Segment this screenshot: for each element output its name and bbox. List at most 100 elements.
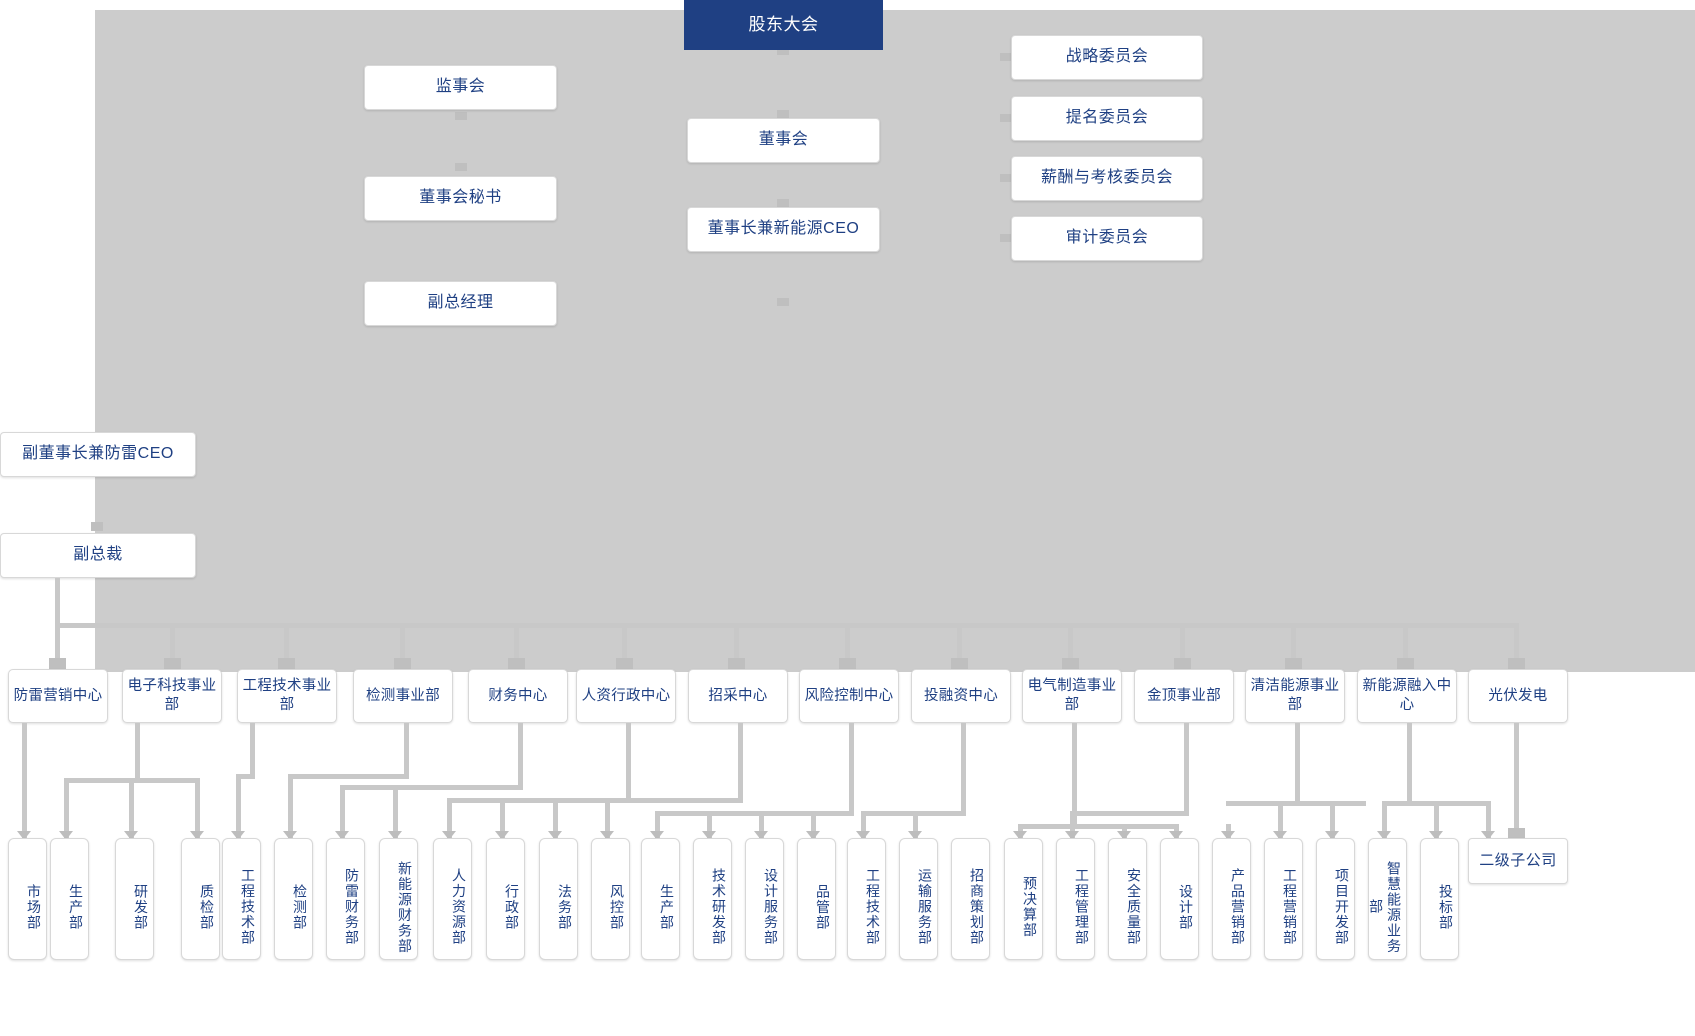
node-department-d10[interactable]: 电气制造事业部 bbox=[1022, 669, 1122, 723]
node-department-d3[interactable]: 工程技术事业部 bbox=[237, 669, 337, 723]
node-sub-s17[interactable]: 工程技术部 bbox=[847, 838, 886, 960]
connector-shareholders-to-board bbox=[777, 48, 789, 55]
node-sub-s4[interactable]: 质检部 bbox=[181, 838, 220, 960]
node-supervisory-board[interactable]: 监事会 bbox=[364, 65, 557, 110]
node-label: 电气制造事业部 bbox=[1027, 678, 1117, 713]
connector-d4-drop-s6 bbox=[288, 774, 293, 838]
node-label: 副董事长兼防雷CEO bbox=[22, 445, 174, 463]
node-department-d6[interactable]: 人资行政中心 bbox=[576, 669, 676, 723]
node-sub-s5[interactable]: 工程技术部 bbox=[222, 838, 261, 960]
node-sub-s16[interactable]: 品管部 bbox=[797, 838, 836, 960]
arrow-s22 bbox=[1169, 831, 1183, 840]
node-label: 股东大会 bbox=[748, 15, 819, 35]
connector-board-stub-top bbox=[777, 110, 789, 118]
arrow-s13 bbox=[650, 831, 664, 840]
node-sub-s26[interactable]: 项目开发部 bbox=[1316, 838, 1355, 960]
node-sub-s25[interactable]: 工程营销部 bbox=[1264, 838, 1303, 960]
node-sub-s1[interactable]: 市场部 bbox=[8, 838, 47, 960]
node-sub-s2[interactable]: 生产部 bbox=[50, 838, 89, 960]
node-vice-chairman-ceo[interactable]: 副董事长兼防雷CEO bbox=[0, 432, 196, 477]
connector-d5-down bbox=[518, 723, 523, 787]
node-sub-s12[interactable]: 风控部 bbox=[591, 838, 630, 960]
node-sub-s14[interactable]: 技术研发部 bbox=[693, 838, 732, 960]
connector-d8-drop-s15 bbox=[759, 811, 764, 838]
connector-secretary-stub bbox=[455, 163, 467, 171]
connector-d9-down bbox=[961, 723, 966, 813]
node-sub-s6[interactable]: 检测部 bbox=[274, 838, 313, 960]
connector-board-to-chairman bbox=[777, 199, 789, 207]
node-sub-s20[interactable]: 预决算部 bbox=[1004, 838, 1043, 960]
connector-d4-bus bbox=[288, 774, 409, 779]
node-sub-s13[interactable]: 生产部 bbox=[641, 838, 680, 960]
node-label: 预决算部 bbox=[1022, 876, 1038, 938]
connector-drop-d4 bbox=[400, 623, 405, 668]
node-deputy-general-manager[interactable]: 副总经理 bbox=[364, 281, 557, 326]
node-label: 董事会 bbox=[758, 131, 809, 149]
node-committee-3[interactable]: 审计委员会 bbox=[1011, 216, 1203, 261]
node-sub-s27[interactable]: 智慧能源业务部 bbox=[1368, 838, 1407, 960]
connector-d13-drop-s26 bbox=[1382, 801, 1387, 838]
node-label: 风险控制中心 bbox=[804, 687, 894, 704]
node-department-d7[interactable]: 招采中心 bbox=[688, 669, 788, 723]
node-department-d1[interactable]: 防雷营销中心 bbox=[8, 669, 108, 723]
node-sub-s7[interactable]: 防雷财务部 bbox=[326, 838, 365, 960]
node-sub-s3[interactable]: 研发部 bbox=[115, 838, 154, 960]
node-sub-s8[interactable]: 新能源财务部 bbox=[379, 838, 418, 960]
node-label: 工程管理部 bbox=[1074, 868, 1090, 946]
node-sub-s9[interactable]: 人力资源部 bbox=[433, 838, 472, 960]
arrow-s6 bbox=[283, 831, 297, 840]
connector-d8-drop-s14 bbox=[707, 811, 712, 838]
node-label: 监事会 bbox=[435, 78, 486, 96]
connector-drop-d2 bbox=[170, 623, 175, 668]
node-chairman-ceo[interactable]: 董事长兼新能源CEO bbox=[687, 207, 880, 252]
node-sub-s18[interactable]: 运输服务部 bbox=[899, 838, 938, 960]
node-department-d13[interactable]: 新能源融入中心 bbox=[1357, 669, 1457, 723]
node-sub-s23[interactable]: 设计部 bbox=[1160, 838, 1199, 960]
node-department-d11[interactable]: 金顶事业部 bbox=[1134, 669, 1234, 723]
connector-d12-bus bbox=[1226, 801, 1366, 806]
node-committee-0[interactable]: 战略委员会 bbox=[1011, 35, 1203, 80]
node-department-d12[interactable]: 清洁能源事业部 bbox=[1245, 669, 1345, 723]
arrow-s20 bbox=[1065, 831, 1079, 840]
connector-vicechairman-to-vicepresident bbox=[91, 522, 103, 531]
node-sub-s11[interactable]: 法务部 bbox=[539, 838, 578, 960]
node-subsidiary[interactable]: 二级子公司 bbox=[1468, 838, 1568, 884]
node-label: 工程技术部 bbox=[865, 868, 881, 946]
connector-drop-d11 bbox=[1180, 623, 1185, 668]
node-board-secretary[interactable]: 董事会秘书 bbox=[364, 176, 557, 221]
node-sub-s22[interactable]: 安全质量部 bbox=[1108, 838, 1147, 960]
node-label: 电子科技事业部 bbox=[127, 678, 217, 713]
node-department-d2[interactable]: 电子科技事业部 bbox=[122, 669, 222, 723]
node-department-d14[interactable]: 光伏发电 bbox=[1468, 669, 1568, 723]
node-department-d5[interactable]: 财务中心 bbox=[468, 669, 568, 723]
connector-d8-bus bbox=[655, 811, 854, 816]
node-sub-s24[interactable]: 产品营销部 bbox=[1212, 838, 1251, 960]
node-department-d4[interactable]: 检测事业部 bbox=[353, 669, 453, 723]
node-label: 检测部 bbox=[292, 883, 308, 931]
node-sub-s15[interactable]: 设计服务部 bbox=[745, 838, 784, 960]
connector-d5-bus bbox=[340, 785, 523, 790]
node-board-of-directors[interactable]: 董事会 bbox=[687, 118, 880, 163]
node-department-d8[interactable]: 风险控制中心 bbox=[799, 669, 899, 723]
node-sub-s28[interactable]: 投标部 bbox=[1420, 838, 1459, 960]
node-label: 薪酬与考核委员会 bbox=[1040, 169, 1173, 187]
node-label: 市场部 bbox=[26, 883, 42, 931]
node-label: 产品营销部 bbox=[1230, 868, 1246, 946]
node-shareholders-meeting[interactable]: 股东大会 bbox=[684, 0, 883, 50]
arrow-s17 bbox=[856, 831, 870, 840]
connector-d2-drop-s4 bbox=[195, 778, 200, 838]
connector-drop-d5 bbox=[514, 623, 519, 668]
connector-vp-down bbox=[55, 578, 60, 625]
node-label: 董事长兼新能源CEO bbox=[707, 220, 860, 238]
node-vice-president[interactable]: 副总裁 bbox=[0, 533, 196, 578]
node-sub-s21[interactable]: 工程管理部 bbox=[1056, 838, 1095, 960]
node-label: 项目开发部 bbox=[1334, 868, 1350, 946]
node-label: 新能源融入中心 bbox=[1362, 678, 1452, 713]
node-sub-s19[interactable]: 招商策划部 bbox=[951, 838, 990, 960]
node-label: 研发部 bbox=[133, 883, 149, 931]
node-committee-1[interactable]: 提名委员会 bbox=[1011, 96, 1203, 141]
node-sub-s10[interactable]: 行政部 bbox=[486, 838, 525, 960]
node-committee-2[interactable]: 薪酬与考核委员会 bbox=[1011, 156, 1203, 201]
node-department-d9[interactable]: 投融资中心 bbox=[911, 669, 1011, 723]
